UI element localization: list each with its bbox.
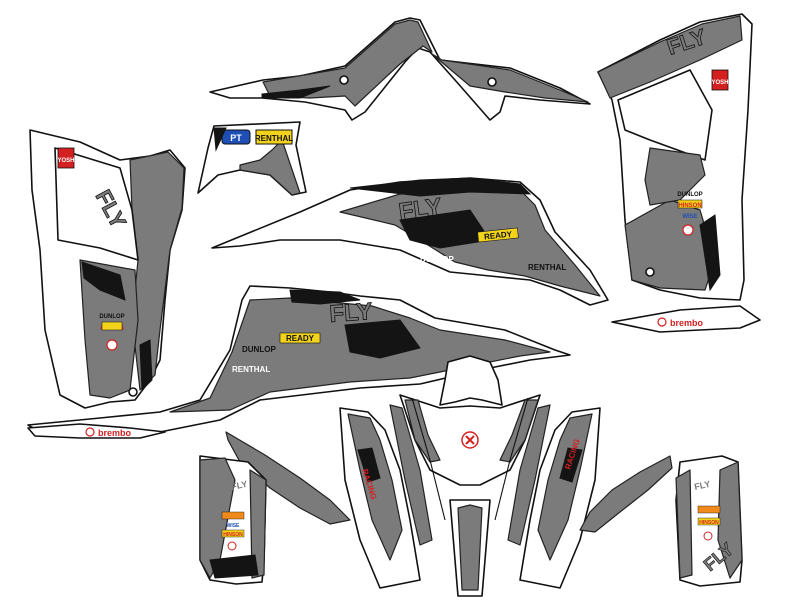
yoshimura-logo-right: YOSH xyxy=(711,80,728,86)
brembo-logo-left: brembo xyxy=(98,428,132,438)
rear-fender-upper: FLY READY DUNLOP RENTHAL xyxy=(211,177,609,306)
side-plate-left: FLY WISE HINSON xyxy=(199,455,267,585)
fly-logo-upper-fender: FLY xyxy=(397,193,443,226)
dunlop-logo-left: DUNLOP xyxy=(99,314,124,320)
right-shroud: YOSH FLY DUNLOP HINSON WISE xyxy=(597,13,753,301)
hinson-logo-left-plate: HINSON xyxy=(223,532,243,538)
pro-taper-logo: PT xyxy=(230,133,242,143)
dunlop-logo-right: DUNLOP xyxy=(677,192,702,198)
wiseco-logo-left-plate: WISE xyxy=(227,523,240,529)
side-plate-right: FLY HINSON FLY xyxy=(675,455,743,587)
brembo-strip-right: brembo xyxy=(611,305,761,333)
ready-logo-upper: READY xyxy=(484,229,513,241)
dunlop-logo-lower: DUNLOP xyxy=(242,345,276,354)
renthal-logo-front: RENTHAL xyxy=(255,134,293,143)
brembo-logo-right: brembo xyxy=(670,318,704,328)
brembo-strip-left: brembo xyxy=(27,423,166,439)
grey-arm-strip-left xyxy=(225,431,351,525)
hinson-logo-right-plate: HINSON xyxy=(699,520,719,526)
grey-arm-strip-right xyxy=(579,455,673,533)
renthal-logo-lower: RENTHAL xyxy=(232,365,270,374)
fly-logo-right-plate: FLY xyxy=(693,479,711,492)
yoshimura-logo-left: YOSH xyxy=(57,158,74,164)
nose-side-right: RACING xyxy=(519,407,601,589)
fly-logo-lower-fender: FLY xyxy=(329,298,374,328)
rear-fender-lower: FLY READY RENTHAL DUNLOP xyxy=(27,285,571,435)
left-shroud: YOSH FLY DUNLOP HINSON xyxy=(29,129,186,409)
wiseco-logo-right: WISE xyxy=(682,214,697,220)
renthal-logo-upper: RENTHAL xyxy=(528,263,566,272)
hinson-logo-right: HINSON xyxy=(678,203,701,209)
front-nose-center xyxy=(399,355,541,597)
dunlop-logo-upper: DUNLOP xyxy=(420,255,454,264)
front-number-plate: PT RENTHAL xyxy=(197,121,307,196)
nose-inner-strips xyxy=(389,397,551,546)
nose-side-left: RACING xyxy=(339,407,421,589)
fly-logo-left-plate: FLY xyxy=(230,479,248,492)
front-fender-top-panel xyxy=(209,17,591,121)
ready-logo-lower: READY xyxy=(286,334,315,343)
